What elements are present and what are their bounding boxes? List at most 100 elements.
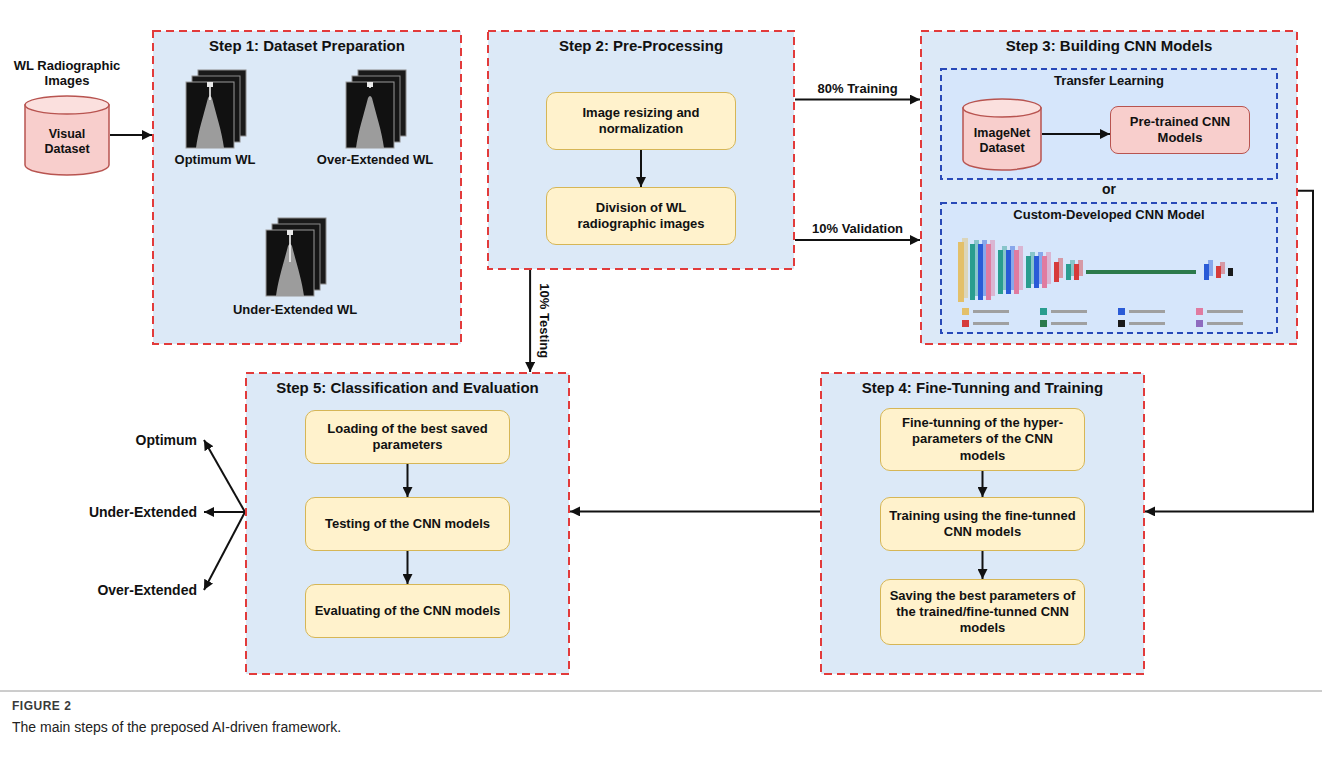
key-line — [1051, 310, 1087, 313]
group-panel: Transfer LearningImageNet Dataset Pre-tra… — [940, 68, 1278, 180]
layer-block — [1014, 250, 1019, 294]
panel-text: or — [920, 181, 1298, 198]
process-box: Loading of the best saved parameters — [305, 410, 510, 464]
key-line — [1207, 322, 1243, 325]
edge-label: 10% Testing — [536, 281, 552, 360]
group-panel-outline — [941, 69, 1277, 179]
connector-arrow — [795, 239, 920, 241]
radiograph-stack — [266, 218, 326, 296]
panel-title: Transfer Learning — [940, 73, 1278, 89]
process-box: Testing of the CNN models — [305, 497, 510, 551]
output-arrow — [204, 440, 245, 512]
panel-title: Step 4: Fine-Tunning and Training — [820, 379, 1145, 397]
output-arrow — [204, 511, 245, 513]
panel-title: Step 2: Pre-Processing — [487, 37, 795, 55]
dataset-cylinder: WL Radiographic ImagesVisual Dataset — [24, 95, 110, 175]
key-line — [973, 322, 1009, 325]
edge-label: 10% Validation — [810, 221, 905, 237]
key-swatch — [1040, 320, 1047, 327]
radiograph-stack — [186, 70, 246, 148]
step-panel-outline — [488, 31, 794, 269]
cylinder-top — [963, 99, 1041, 117]
dataset-cylinder: ImageNet Dataset — [962, 98, 1042, 170]
cylinder-body — [25, 105, 109, 175]
connector-arrow — [1042, 133, 1110, 135]
layer-block — [986, 244, 991, 300]
process-box: Evaluating of the CNN models — [305, 584, 510, 638]
panel-text: Over-Extended WL — [300, 152, 450, 168]
step-panel: Step 3: Building CNN ModelsorTransfer Le… — [920, 30, 1298, 345]
working-length-file — [209, 87, 211, 100]
connector-arrow — [407, 464, 409, 497]
layer-block — [978, 244, 983, 300]
cylinder-text: ImageNet Dataset — [966, 126, 1038, 156]
cylinder-top — [25, 96, 109, 114]
working-length-file — [289, 235, 291, 262]
process-box: Training using the fine-tunned CNN model… — [880, 497, 1085, 551]
output-class-label: Optimum — [7, 432, 197, 449]
box-text: Loading of the best saved parameters — [314, 421, 501, 454]
box-text: Division of WL radiographic images — [555, 200, 727, 233]
step-panel-outline — [246, 373, 569, 674]
connector-arrow — [570, 510, 820, 512]
process-box: Image resizing and normalization — [546, 92, 736, 150]
layer-block — [1216, 266, 1221, 278]
connector-arrow — [795, 99, 920, 101]
process-box: Fine-tunning of the hyper-parameters of … — [880, 408, 1085, 471]
radiograph-illustration — [152, 30, 462, 345]
step-panel-outline — [921, 31, 1297, 344]
box-text: Testing of the CNN models — [325, 516, 490, 532]
process-box: Division of WL radiographic images — [546, 187, 736, 245]
panel-title: Custom-Developed CNN Model — [940, 207, 1278, 223]
key-swatch — [962, 308, 969, 315]
connector-arrow — [982, 551, 984, 579]
connector-arrow — [1145, 191, 1313, 512]
key-swatch — [962, 320, 969, 327]
caption-rule — [0, 691, 1322, 692]
key-swatch — [1118, 320, 1125, 327]
layer-block — [1074, 264, 1079, 280]
process-box: Saving the best parameters of the traine… — [880, 579, 1085, 645]
dataset-heading: WL Radiographic Images — [6, 58, 128, 89]
step-panel: Step 4: Fine-Tunning and TrainingFine-tu… — [820, 372, 1145, 675]
edge-label: 80% Training — [816, 81, 900, 97]
layer-depth — [962, 238, 1225, 298]
group-panel: Custom-Developed CNN Model — [940, 202, 1278, 334]
step-panel-outline — [821, 373, 1144, 674]
working-length-file — [369, 87, 371, 88]
connector-arrow — [640, 150, 642, 187]
layer-block — [1026, 256, 1031, 288]
group-panel-outline — [941, 203, 1277, 333]
output-arrow — [204, 512, 245, 590]
output-class-label: Over-Extended — [7, 582, 197, 599]
key-line — [1207, 310, 1243, 313]
step-panel: Step 2: Pre-ProcessingImage resizing and… — [487, 30, 795, 270]
connector-arrow — [407, 551, 409, 584]
panel-title: Step 5: Classification and Evaluation — [245, 379, 570, 397]
step-panel: Step 1: Dataset PreparationOptimum WLOve… — [152, 30, 462, 345]
output-class-label: Under-Extended — [7, 504, 197, 521]
figure-number: FIGURE 2 — [12, 699, 312, 713]
layer-key — [962, 308, 1243, 327]
key-swatch — [1118, 308, 1125, 315]
panel-title: Step 3: Building CNN Models — [920, 37, 1298, 55]
box-text: Training using the fine-tunned CNN model… — [889, 508, 1076, 541]
box-text: Saving the best parameters of the traine… — [889, 588, 1076, 637]
layer-block — [1228, 268, 1233, 276]
layer-block — [958, 242, 964, 302]
cylinder-text: Visual Dataset — [28, 127, 106, 157]
key-line — [1051, 322, 1087, 325]
panel-text: Under-Extended WL — [220, 302, 370, 318]
connector-arrow — [110, 134, 152, 136]
model-box: Pre-trained CNN Models — [1110, 106, 1250, 154]
key-swatch — [1040, 308, 1047, 315]
layer-block — [1006, 250, 1011, 294]
key-swatch — [1196, 308, 1203, 315]
radiograph-stack — [346, 70, 406, 148]
box-text: Fine-tunning of the hyper-parameters of … — [889, 415, 1076, 464]
layer-front — [958, 242, 1233, 302]
step-panel: Step 5: Classification and EvaluationLoa… — [245, 372, 570, 675]
connector-arrow — [982, 471, 984, 497]
panel-title: Step 1: Dataset Preparation — [152, 37, 462, 55]
layer-block — [1042, 256, 1047, 288]
